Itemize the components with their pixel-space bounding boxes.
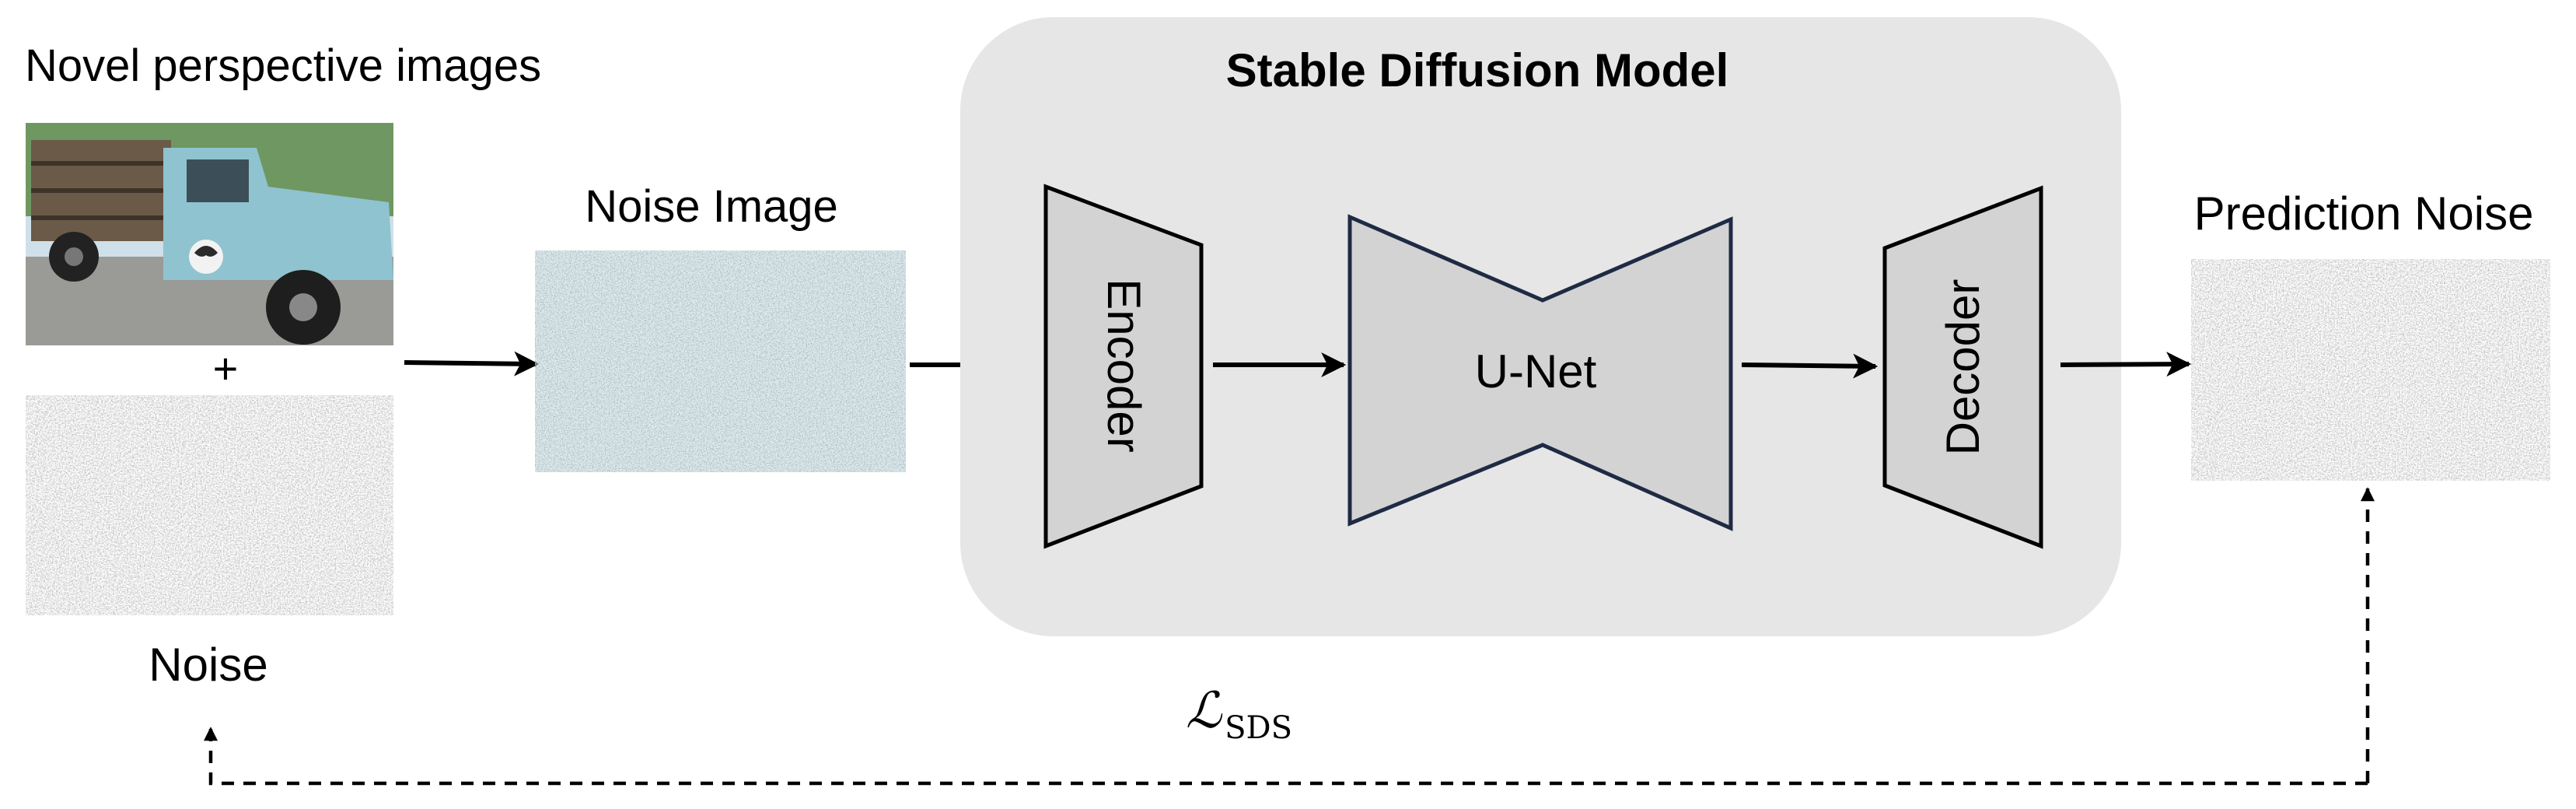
encoder-label: Encoder [1098,278,1150,452]
novel-images-label: Novel perspective images [25,40,541,91]
prediction-noise-label: Prediction Noise [2194,187,2534,240]
arrow-input-to-noise-image [404,351,540,376]
unet-block: U-Net [1347,214,1733,531]
arrow-decoder-to-prediction [2060,352,2192,377]
unet-label: U-Net [1475,345,1597,397]
loss-symbol: ℒ [1186,682,1223,740]
arrow-unet-to-decoder [1741,353,1879,379]
noise-image-label: Noise Image [585,181,838,232]
noise-label: Noise [149,639,267,691]
noise-image-icon [535,250,906,472]
sds-loss-label: ℒ SDS [1186,682,1292,746]
loss-subscript: SDS [1225,710,1292,746]
noise-texture-icon [26,395,393,615]
plus-sign: + [213,344,239,393]
encoder-block: Encoder [1043,184,1204,549]
decoder-block: Decoder [1882,185,2043,549]
truck-photo-icon [26,123,393,345]
prediction-noise-icon [2191,259,2550,481]
sds-loss-feedback-line [204,727,2368,786]
decoder-label: Decoder [1937,279,1989,456]
model-title: Stable Diffusion Model [1226,44,1729,96]
